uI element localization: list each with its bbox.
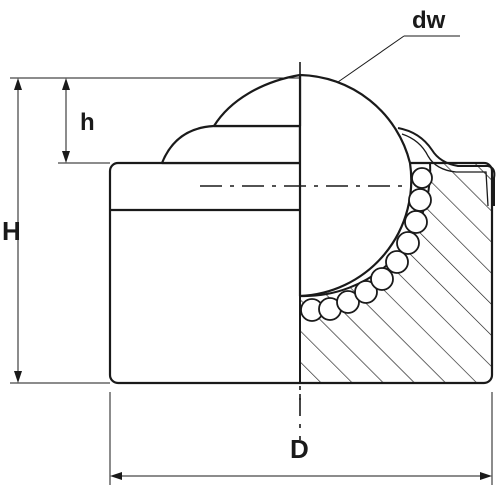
dimension-H: H <box>2 77 300 384</box>
seal-ring <box>397 127 496 206</box>
support-ball <box>396 231 420 255</box>
main-ball-left <box>212 73 302 128</box>
dimension-dw: dw <box>337 7 460 83</box>
support-ball <box>404 210 428 234</box>
support-ball <box>354 280 378 304</box>
dimension-H-label: H <box>2 216 21 246</box>
main-ball <box>298 73 413 298</box>
dimension-D: D <box>109 392 493 485</box>
support-ball <box>370 267 394 291</box>
dimension-h-label: h <box>80 109 95 136</box>
dimension-h: h <box>58 78 110 164</box>
support-ball <box>411 167 433 189</box>
ball-back-lobe <box>160 124 302 165</box>
dimension-D-label: D <box>290 434 309 464</box>
support-balls <box>300 167 433 322</box>
seal-ring-inner <box>401 133 489 207</box>
support-ball <box>385 250 409 274</box>
support-ball <box>336 290 360 314</box>
dimension-dw-label: dw <box>412 7 446 34</box>
support-ball <box>408 188 432 212</box>
